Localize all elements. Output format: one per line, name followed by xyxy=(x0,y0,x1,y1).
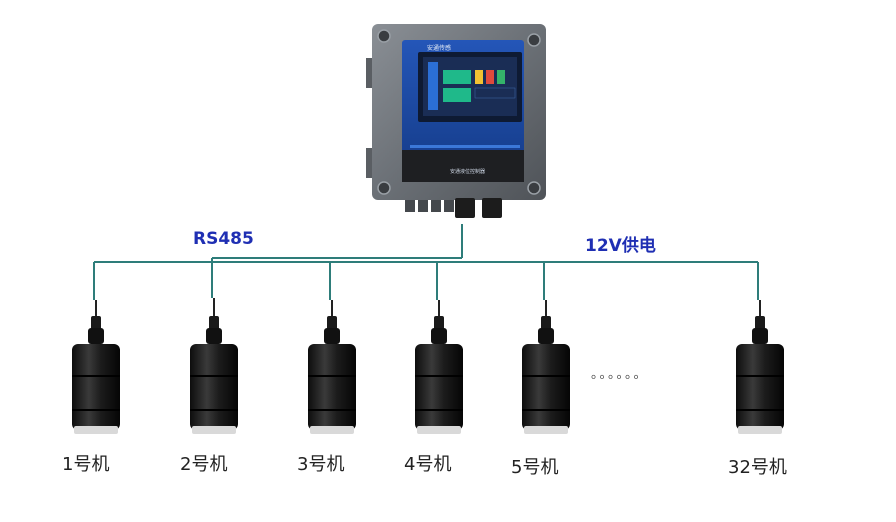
power-supply-label: 12V供电 xyxy=(585,236,656,256)
sensor-1 xyxy=(72,300,120,434)
controller-unit: 安通液位控制器 安通传感 xyxy=(366,24,546,218)
rs485-label: RS485 xyxy=(193,229,254,249)
sensor-label-5: 5号机 xyxy=(511,457,559,478)
controller-screen-title: 安通传感 xyxy=(427,44,451,52)
controller-brand-strip: 安通液位控制器 xyxy=(450,168,485,175)
sensor-label-2: 2号机 xyxy=(180,454,228,475)
bus-wiring xyxy=(93,224,759,300)
sensor-label-1: 1号机 xyxy=(62,454,110,475)
ellipsis-dots: 。。。。。。 xyxy=(591,367,649,382)
sensor-label-4: 4号机 xyxy=(404,454,452,475)
sensor-4 xyxy=(415,300,463,434)
sensor-32 xyxy=(736,300,784,434)
sensor-label-3: 3号机 xyxy=(297,454,345,475)
sensor-2 xyxy=(190,298,238,434)
sensor-label-32: 32号机 xyxy=(728,457,787,478)
sensor-3 xyxy=(308,300,356,434)
sensor-5 xyxy=(522,300,570,434)
